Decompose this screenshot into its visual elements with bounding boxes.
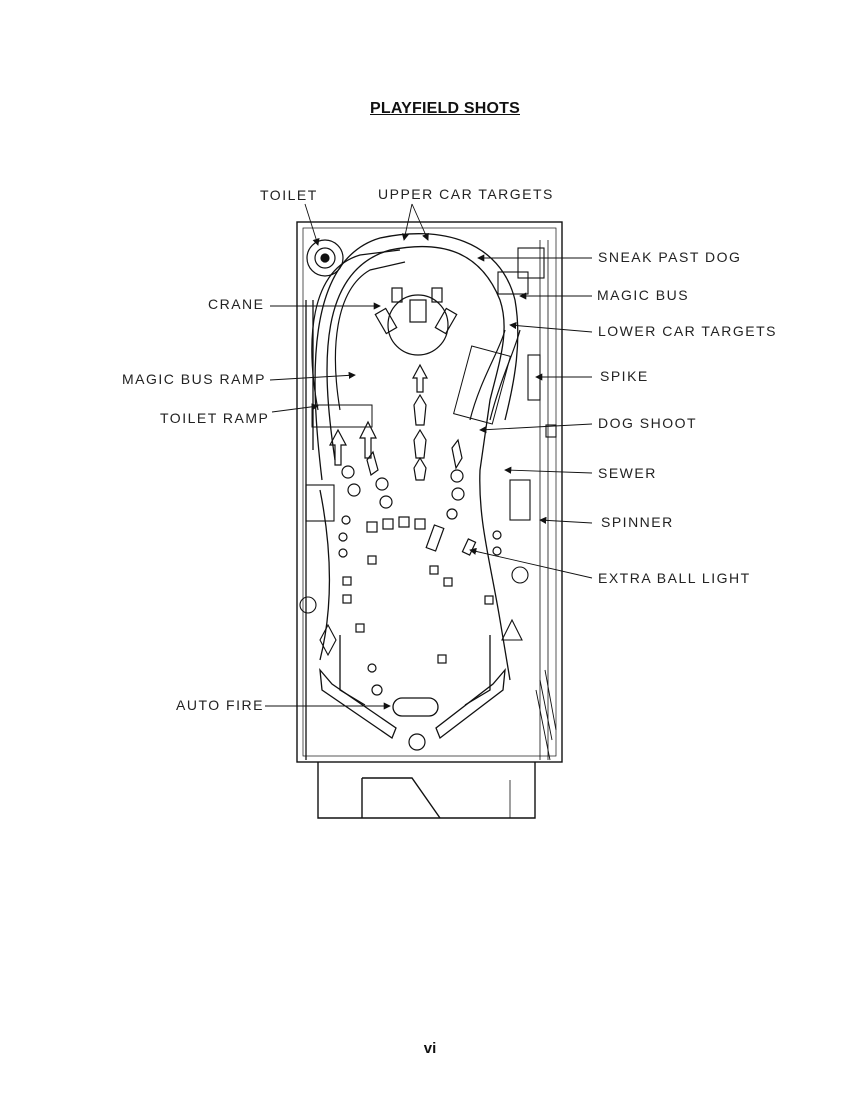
center-cluster [374, 287, 458, 356]
label-dog-shoot: DOG SHOOT [598, 415, 698, 431]
toilet-device [306, 239, 344, 277]
callout-lines [265, 203, 593, 710]
label-sewer: SEWER [598, 465, 657, 481]
label-extra-ball-light: EXTRA BALL LIGHT [598, 570, 751, 586]
page-number: vi [423, 1040, 437, 1057]
label-toilet-ramp: TOILET RAMP [160, 410, 270, 426]
flipper-area [319, 635, 506, 740]
arrow-inserts [329, 363, 463, 481]
label-magic-bus: MAGIC BUS [597, 287, 690, 303]
label-lower-car-targets: LOWER CAR TARGETS [598, 323, 778, 339]
label-upper-car-targets: UPPER CAR TARGETS [378, 186, 554, 202]
label-spike: SPIKE [600, 368, 649, 384]
label-sneak-past-dog: SNEAK PAST DOG [598, 249, 742, 265]
circle-inserts [338, 465, 502, 751]
label-magic-bus-ramp: MAGIC BUS RAMP [122, 371, 266, 387]
label-crane: CRANE [208, 296, 265, 312]
playfield-lanes [305, 233, 549, 760]
cabinet-outline [296, 221, 563, 819]
plunger-lane [535, 669, 557, 761]
square-inserts [342, 516, 494, 664]
page-title: PLAYFIELD SHOTS [370, 100, 520, 117]
label-spinner: SPINNER [601, 514, 674, 530]
ramps [311, 249, 521, 428]
label-auto-fire: AUTO FIRE [176, 697, 264, 713]
label-toilet: TOILET [260, 187, 318, 203]
left-components [299, 484, 523, 657]
